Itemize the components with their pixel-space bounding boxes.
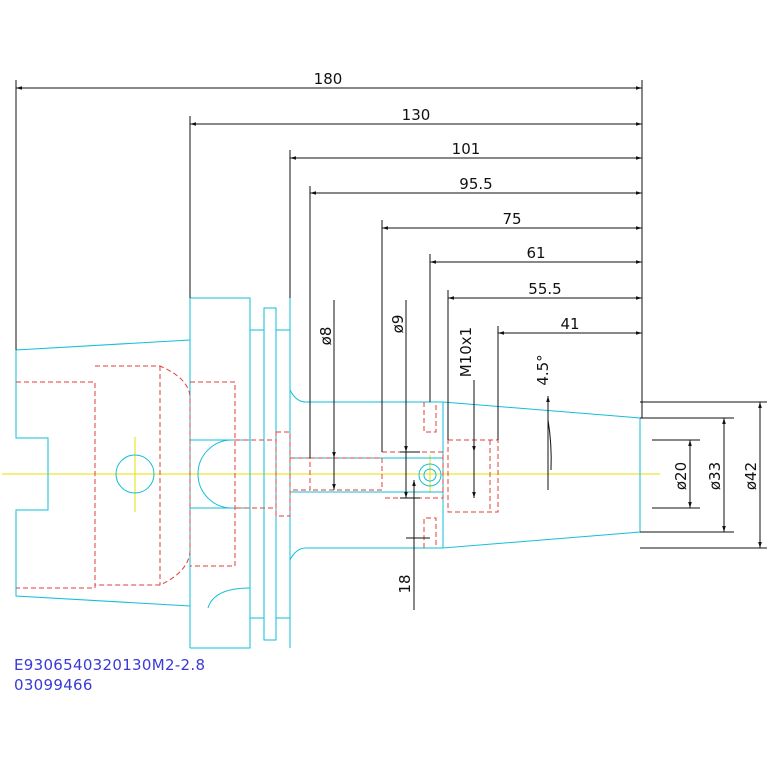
dim-55-5: 55.5 [528,280,561,298]
dim-angle: 4.5° [534,354,552,385]
dim-101: 101 [452,140,481,158]
outer-dimensions: ø20 ø33 ø42 [672,402,762,548]
extension-lines [15,80,767,549]
bore-dimensions: ø8 ø9 M10x1 [317,300,476,498]
holder-outline [15,297,641,649]
length-dimensions: 180 130 101 95.5 75 61 55.5 41 [16,70,642,335]
dim-dia-33: ø33 [706,462,724,490]
dim-18-group: 18 [396,480,430,610]
dim-130: 130 [402,106,431,124]
dim-75: 75 [502,210,521,228]
dim-thread: M10x1 [457,327,475,377]
part-code: E9306540320130M2-2.8 [14,656,206,674]
dim-dia-20: ø20 [672,462,690,490]
dim-18: 18 [396,574,414,593]
dim-95-5: 95.5 [459,175,492,193]
serial-number: 03099466 [14,676,93,694]
dim-dia-42: ø42 [742,462,760,490]
dim-dia-9: ø9 [389,315,407,334]
dim-dia-8: ø8 [317,327,335,346]
taper-angle: 4.5° [534,354,552,490]
dim-180: 180 [314,70,343,88]
dim-61: 61 [526,244,545,262]
hidden-features [16,365,499,589]
centerline [2,437,660,512]
dim-41: 41 [560,315,579,333]
